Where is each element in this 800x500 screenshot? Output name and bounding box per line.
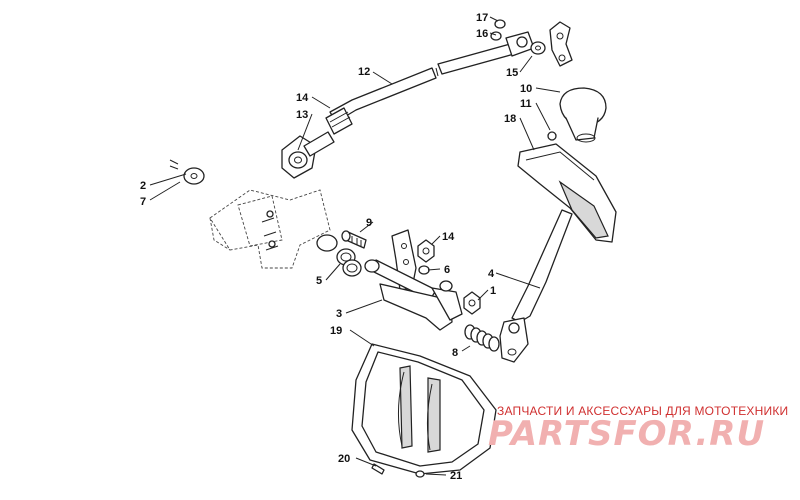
callout-13: 13 [296,109,308,121]
washer-part-2 [169,159,205,185]
callout-9: 9 [366,217,372,229]
callout-17: 17 [476,12,488,24]
callout-11: 11 [520,98,532,110]
callout-3: 3 [336,308,342,320]
upper-linkage-parts [490,19,573,67]
callout-2: 2 [140,180,146,192]
bushing-part-5 [316,234,362,277]
callout-labels: 17 16 12 15 10 11 18 14 13 2 7 9 14 5 6 … [140,12,532,482]
shift-knob-part-10 [559,87,607,143]
callout-20: 20 [338,453,350,465]
callout-1: 1 [490,285,496,297]
screw-part-11 [547,131,557,141]
nut-part-14 [417,239,435,263]
callout-12: 12 [358,66,370,78]
shift-rod-part-12 [329,43,515,123]
washer-part-6 [418,265,430,275]
callout-4: 4 [488,268,495,280]
fastener-part-20 [371,463,385,475]
callout-8: 8 [452,347,458,359]
lever-arm-part-4 [499,209,573,363]
callout-15: 15 [506,67,518,79]
callout-18: 18 [504,113,516,125]
callout-16: 16 [476,28,488,40]
callout-7: 7 [140,196,146,208]
callout-21: 21 [450,470,462,482]
leader-lines [149,16,561,476]
bolt-part-9 [341,230,367,249]
callout-19: 19 [330,325,342,337]
callout-5: 5 [316,275,322,287]
shift-handle-part-18 [517,143,617,243]
shift-shaft-part-3 [364,229,463,331]
callout-10: 10 [520,83,532,95]
callout-14-lower: 14 [442,231,455,243]
fastener-part-21 [415,470,425,478]
nut-part-1 [463,291,481,315]
spring-part-8 [464,324,500,352]
frame-section [209,189,331,269]
watermark-tagline: ЗАПЧАСТИ И АКСЕССУАРЫ ДЛЯ МОТОТЕХНИКИ [497,404,789,418]
shield-part-19 [351,343,497,475]
callout-6: 6 [444,264,450,276]
callout-14-upper: 14 [296,92,309,104]
rod-end-part-13 [281,107,353,179]
watermark-logo: PARTSFOR.RU [488,414,766,454]
